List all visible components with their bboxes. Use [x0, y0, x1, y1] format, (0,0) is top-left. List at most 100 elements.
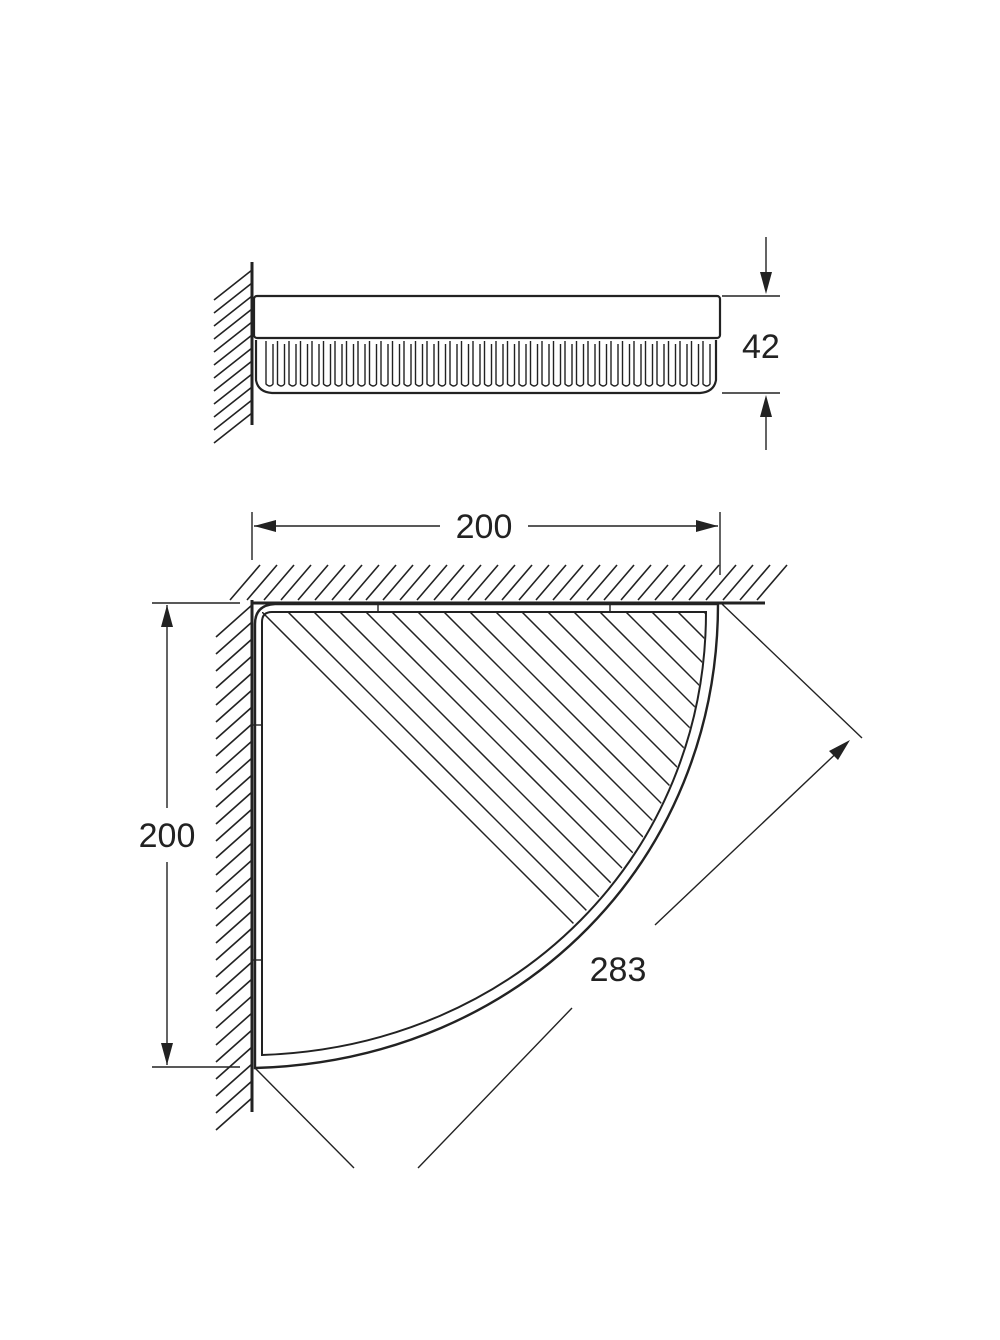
width-arrow-left — [254, 520, 276, 532]
hatch-line — [215, 1012, 253, 1046]
basket-wire — [288, 341, 297, 387]
hatch-line — [213, 347, 253, 379]
basket-wire — [368, 341, 378, 387]
hatch-line — [756, 564, 788, 601]
hatch-line — [297, 564, 329, 601]
hatch-line — [215, 621, 253, 655]
basket-wire — [299, 341, 309, 387]
basket-wire — [414, 341, 424, 387]
hatch-line — [215, 876, 253, 910]
hatch-line — [280, 564, 312, 601]
hatch-line — [215, 1097, 253, 1131]
hatch-line — [213, 334, 253, 366]
hatch-line — [246, 564, 278, 601]
hatch-line — [722, 564, 754, 601]
side-basket-wires — [265, 341, 711, 387]
basket-wire — [633, 341, 642, 387]
dim-arrow-bottom-head — [760, 395, 772, 417]
basket-wire — [495, 341, 504, 387]
hatch-line — [433, 564, 465, 601]
basket-wire — [552, 341, 562, 387]
diag-dim-line-upper — [654, 743, 847, 926]
hatch-line — [399, 564, 431, 601]
hatch-line — [213, 386, 253, 418]
hatch-line — [213, 321, 253, 353]
hatch-line — [215, 808, 253, 842]
hatch-line — [215, 1063, 253, 1097]
hatch-line — [365, 564, 397, 601]
basket-wire — [518, 341, 527, 387]
basket-wire — [587, 341, 596, 387]
hatch-line — [501, 564, 533, 601]
basket-wire — [460, 341, 470, 387]
basket-wire — [483, 341, 493, 387]
top-view — [152, 512, 863, 1169]
hatch-line — [215, 1046, 253, 1080]
hatch-line — [215, 859, 253, 893]
hatch-line — [215, 1029, 253, 1063]
hatch-line — [213, 269, 253, 301]
basket-wire — [679, 341, 688, 387]
hatch-line — [215, 825, 253, 859]
hatch-line — [552, 564, 584, 601]
hatch-line — [215, 774, 253, 808]
side-wall-hatch — [213, 269, 253, 444]
hatch-line — [215, 944, 253, 978]
hatch-line — [739, 564, 771, 601]
hatch-line — [215, 893, 253, 927]
hatch-line — [215, 995, 253, 1029]
hatch-line — [416, 564, 448, 601]
basket-wire — [610, 341, 619, 387]
depth-dimension-label: 200 — [139, 817, 196, 855]
basket-wire — [380, 341, 389, 387]
hatch-line — [215, 706, 253, 740]
hatch-line — [213, 282, 253, 314]
hatch-line — [215, 723, 253, 757]
hatch-line — [213, 412, 253, 444]
diag-dim-line-lower — [417, 1007, 573, 1169]
basket-wire — [702, 341, 711, 387]
basket-wire — [690, 341, 700, 387]
side-basket-outline — [254, 340, 718, 395]
basket-wire — [564, 341, 573, 387]
depth-arrow-bottom — [161, 1043, 173, 1065]
hatch-line — [484, 564, 516, 601]
basket-wire — [449, 341, 458, 387]
basket-wire — [575, 341, 585, 387]
basket-wire — [667, 341, 677, 387]
hatch-line — [705, 564, 737, 601]
side-view — [213, 237, 780, 450]
side-shelf-plate — [252, 294, 722, 340]
hatch-line — [215, 978, 253, 1012]
top-back-wall-hatch — [229, 564, 788, 601]
hatch-line — [215, 689, 253, 723]
hatch-line — [654, 564, 686, 601]
hatch-line — [215, 791, 253, 825]
hatch-line — [215, 740, 253, 774]
basket-wire — [644, 341, 654, 387]
hatch-line — [213, 308, 253, 340]
basket-wire — [656, 341, 665, 387]
hatch-line — [603, 564, 635, 601]
basket-wire — [334, 341, 343, 387]
hatch-line — [215, 842, 253, 876]
basket-wire — [265, 341, 274, 387]
hatch-line — [213, 295, 253, 327]
height-dimension-label: 42 — [742, 328, 780, 366]
hatch-line — [215, 655, 253, 689]
diag-ext-top — [721, 603, 863, 739]
basket-wire — [506, 341, 516, 387]
basket-wire — [403, 341, 412, 387]
basket-wire — [276, 341, 286, 387]
hatch-line — [229, 564, 261, 601]
hatch-line — [215, 757, 253, 791]
hatch-line — [331, 564, 363, 601]
basket-wire — [357, 341, 366, 387]
hatch-line — [586, 564, 618, 601]
basket-wire — [541, 341, 550, 387]
basket-wire — [437, 341, 447, 387]
hatch-line — [215, 638, 253, 672]
basket-wire — [391, 341, 401, 387]
basket-wire — [472, 341, 481, 387]
